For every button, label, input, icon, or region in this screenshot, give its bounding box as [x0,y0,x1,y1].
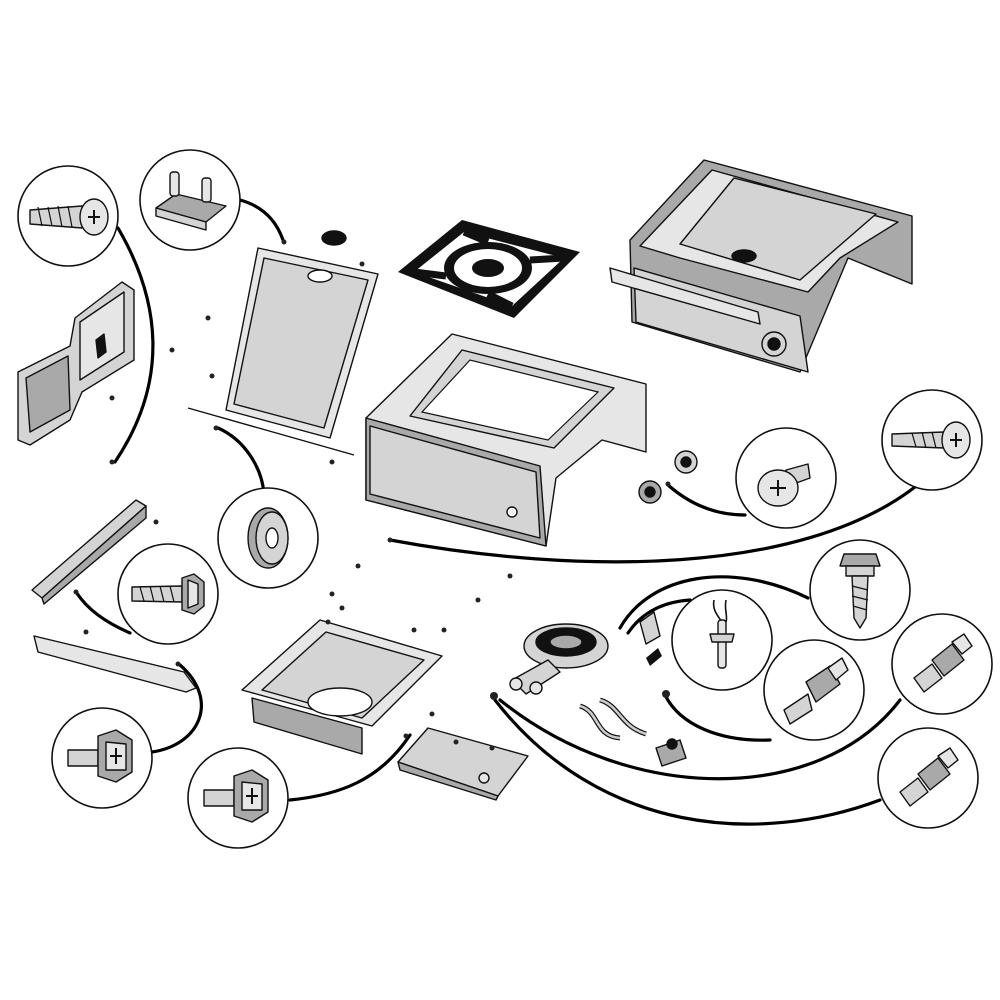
callout-flare-fitting-b [877,727,979,829]
callout-orifice-fitting [763,639,865,741]
leader-cross-bolt-a [150,663,203,754]
side-burner [509,623,609,695]
post-bracket-icon [155,171,227,231]
callout-phillips-screw [17,165,119,267]
hex-bolt-icon [131,573,205,615]
leader-post-bracket [238,198,285,242]
side-handle [17,281,135,446]
leader-hex-washer [618,575,810,630]
leader-washer [216,426,266,496]
leader-hex-bolt [74,590,132,635]
callout-hex-washer-screw [809,539,911,641]
pan-screw-icon [757,463,811,507]
callout-spacer-washer [217,487,319,589]
washer-icon [247,507,289,569]
loose-screws [73,239,671,751]
burner-housing [365,333,647,547]
leader-self-drilling [388,485,917,564]
towel-bar-bracket [31,499,147,605]
cross-bolt-icon [203,769,269,823]
callout-twin-post-bracket [139,149,241,251]
flare-fitting-icon [899,747,959,807]
cross-bolt-icon [67,729,133,783]
gas-valve [639,611,687,767]
cooking-grate [321,220,580,318]
hex-washer-screw-icon [839,553,881,629]
leader-pan-screw [666,483,747,517]
callout-flare-fitting-a [891,613,993,715]
callout-cross-head-bolt-b [187,747,289,849]
self-drilling-screw-icon [891,421,971,459]
front-trim-bar [33,635,197,693]
callout-pan-head-screw [735,427,837,529]
drip-tray [241,619,443,755]
electrode-icon [709,599,735,669]
phillips-screw-icon [29,198,109,236]
leader-electrode [626,598,692,635]
gas-hoses [579,697,647,741]
leader-flare-b [493,698,882,826]
orifice-icon [783,657,849,725]
callout-igniter-electrode [671,589,773,691]
door-panel [187,247,379,456]
flare-fitting-icon [913,633,973,693]
leader-flare-a [498,698,902,781]
mounting-bracket [397,727,529,801]
leader-orifice [663,693,772,742]
lid-assembly [609,159,913,373]
leader-phillips-screw [113,226,155,464]
leader-cross-bolt-b [288,733,412,802]
callout-hex-bolt [117,543,219,645]
callout-self-drilling-screw [881,389,983,491]
leader-lines [74,198,917,826]
callout-cross-head-bolt-a [51,707,153,809]
control-knob [638,450,698,504]
